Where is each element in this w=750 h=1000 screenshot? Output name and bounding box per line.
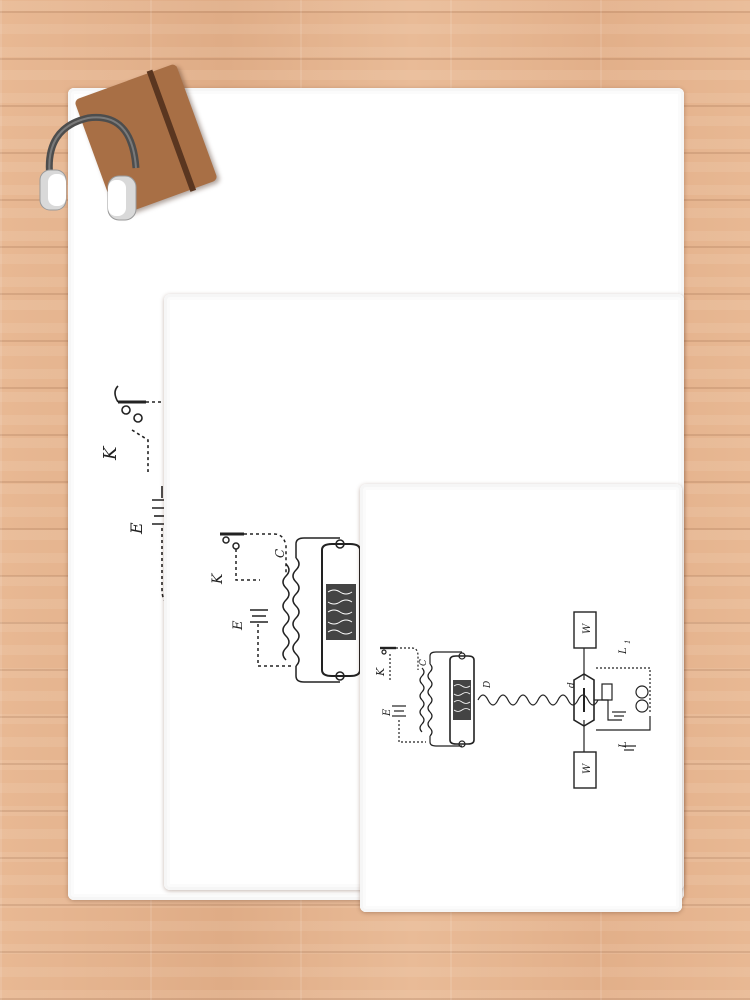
label-c: C — [273, 549, 287, 558]
circuit-diagram-small: K E C D d W W L L 1 — [374, 611, 651, 789]
label-l-upper: L — [618, 647, 629, 655]
label-k: K — [100, 445, 121, 461]
blanket-small: K E C D d W W L L 1 — [360, 484, 682, 912]
w-box-bottom — [573, 751, 597, 789]
label-k: K — [210, 572, 226, 585]
label-e: E — [127, 522, 146, 535]
label-e: E — [382, 708, 393, 717]
tube-core — [453, 680, 471, 720]
label-l-subscript: 1 — [624, 640, 632, 644]
headphones-icon — [39, 113, 140, 221]
label-l-lower: L — [618, 741, 629, 749]
label-d-upper: D — [483, 681, 493, 689]
w-box-top — [573, 611, 597, 649]
label-d-lower: d — [567, 682, 577, 688]
label-k: K — [374, 667, 387, 677]
label-w-bottom: W — [582, 763, 593, 774]
circuit-diagram-medium: K E C — [210, 532, 361, 683]
label-c: C — [419, 659, 429, 666]
circuit-diagram-large: K E — [100, 385, 529, 603]
label-w-top: W — [582, 623, 593, 634]
label-e: E — [231, 620, 246, 631]
